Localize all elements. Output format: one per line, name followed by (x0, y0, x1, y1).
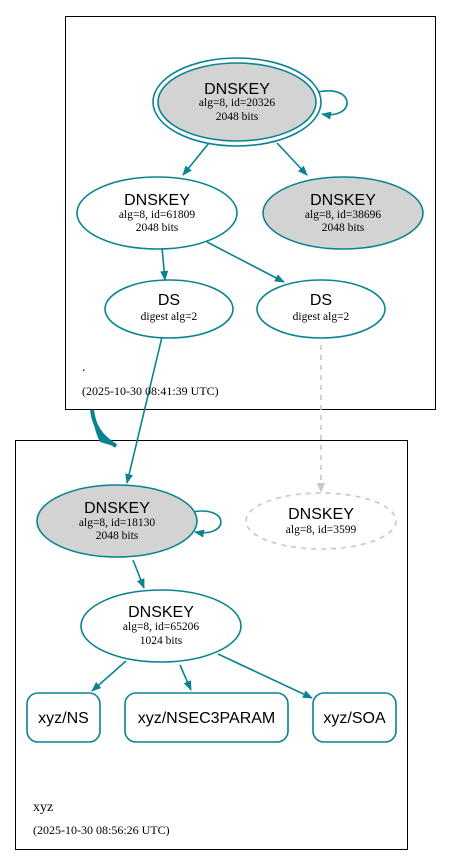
edge-zsk-ds1 (160, 247, 169, 281)
root-zone-box (65, 16, 436, 410)
root-zsk-line1: alg=8, id=61809 (119, 209, 195, 221)
rr-ns-label: xyz/NS (38, 710, 89, 727)
root-ksk-line2: 2048 bits (216, 111, 259, 123)
edge-ksk-self (317, 90, 348, 120)
root-key3-line1: alg=8, id=38696 (305, 209, 381, 221)
xyz-missing-line1: alg=8, id=3599 (286, 524, 357, 536)
edge-ksk-key3 (276, 142, 308, 176)
root-zone-timestamp: (2025-10-30 08:41:39 UTC) (82, 384, 219, 398)
root-ksk-line1: alg=8, id=20326 (199, 97, 275, 109)
xyz-missing-key-node: DNSKEY alg=8, id=3599 (245, 492, 397, 550)
xyz-zone-name: xyz (33, 800, 53, 815)
xyz-zsk-line2: 1024 bits (140, 635, 183, 647)
edge-xyzksk-zsk (132, 559, 145, 589)
root-zsk-node: DNSKEY alg=8, id=61809 2048 bits (76, 176, 238, 250)
xyz-ksk-line1: alg=8, id=18130 (79, 517, 155, 529)
rr-soa-node: xyz/SOA (312, 692, 397, 743)
root-zsk-title: DNSKEY (124, 192, 190, 209)
edge-zsk-ns (91, 660, 127, 692)
root-zsk-line2: 2048 bits (136, 222, 179, 234)
root-ds1-node: DS digest alg=2 (104, 279, 234, 339)
rr-nsec3param-label: xyz/NSEC3PARAM (138, 710, 276, 727)
root-key3-node: DNSKEY alg=8, id=38696 2048 bits (262, 176, 424, 250)
root-ksk-title: DNSKEY (204, 81, 270, 98)
edge-ds1-xyzksk (125, 336, 163, 484)
xyz-zsk-node: DNSKEY alg=8, id=65206 1024 bits (80, 589, 242, 663)
xyz-missing-title: DNSKEY (288, 506, 354, 523)
edge-zsk-soa (217, 653, 313, 699)
rr-ns-node: xyz/NS (26, 692, 101, 743)
root-ds2-node: DS digest alg=2 (256, 279, 386, 339)
edge-zsk-nsec3param (179, 664, 192, 691)
xyz-ksk-title: DNSKEY (84, 500, 150, 517)
ds1-title: DS (158, 292, 180, 309)
delegation-arrow (92, 410, 117, 447)
xyz-zone-box (15, 440, 408, 850)
edge-zsk-ds2 (206, 241, 285, 283)
root-key3-line2: 2048 bits (322, 222, 365, 234)
root-ksk-node: DNSKEY alg=8, id=20326 2048 bits (152, 57, 322, 147)
xyz-zsk-title: DNSKEY (128, 604, 194, 621)
xyz-ksk-node: DNSKEY alg=8, id=18130 2048 bits (36, 484, 198, 558)
xyz-zone-timestamp: (2025-10-30 08:56:26 UTC) (33, 823, 170, 837)
root-key3-title: DNSKEY (310, 192, 376, 209)
root-zone-name: . (82, 360, 86, 375)
edge-ksk-zsk (182, 142, 210, 176)
ds2-line1: digest alg=2 (293, 311, 350, 323)
rr-soa-label: xyz/SOA (323, 710, 386, 727)
xyz-ksk-line2: 2048 bits (96, 530, 139, 542)
ds1-line1: digest alg=2 (141, 311, 198, 323)
ds2-title: DS (310, 292, 332, 309)
edge-xyzksk-self (191, 510, 222, 538)
xyz-zsk-line1: alg=8, id=65206 (123, 621, 199, 633)
rr-nsec3param-node: xyz/NSEC3PARAM (124, 692, 289, 743)
